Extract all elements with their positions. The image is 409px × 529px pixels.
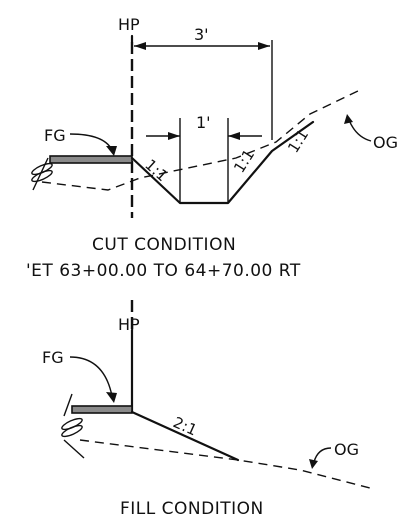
cut-fg-leader	[69, 133, 113, 151]
cut-fg-label: FG	[44, 126, 66, 145]
cut-og-arrow	[344, 114, 353, 124]
fill-original-ground	[79, 439, 371, 489]
cut-original-ground	[41, 89, 361, 191]
fill-hp-label: HP	[118, 315, 140, 334]
cut-break-symbol	[31, 157, 53, 191]
cut-ditch-profile	[130, 120, 315, 205]
fill-title: FILL CONDITION	[120, 499, 264, 519]
cut-condition-section: HP 3' 1' FG OG 1:1	[26, 15, 398, 281]
fill-og-leader	[313, 447, 332, 463]
fill-break-symbol	[61, 393, 85, 459]
cut-og-leader	[348, 119, 372, 142]
cut-dim-bottom-label: 1'	[196, 113, 211, 132]
fill-fg-label: FG	[42, 348, 64, 367]
cut-fg-arrow	[106, 146, 117, 156]
cut-slope-right-label: 1:1	[284, 126, 312, 156]
cut-station-label: 'ET 63+00.00 TO 64+70.00 RT	[26, 261, 301, 281]
cut-dim-top-label: 3'	[194, 25, 209, 44]
fill-fg-leader	[69, 356, 113, 397]
cut-slope-left-label: 1:1	[141, 156, 171, 186]
fill-og-arrow	[309, 459, 318, 469]
cut-pavement	[49, 155, 133, 164]
fill-slope-label: 2:1	[170, 413, 199, 439]
cut-hp-label: HP	[118, 15, 140, 34]
fill-pavement	[71, 405, 133, 414]
fill-condition-section: HP FG 2:1 OG FILL CONDITION	[42, 300, 371, 519]
cut-og-label: OG	[373, 133, 398, 152]
cut-dim-top-arrow-right	[258, 42, 270, 50]
cut-title: CUT CONDITION	[92, 235, 236, 255]
cut-dim-bottom-arrow-left	[168, 132, 180, 140]
fill-slope-line	[130, 410, 240, 462]
cut-dim-top-arrow-left	[134, 42, 146, 50]
fill-og-label: OG	[334, 440, 359, 459]
cut-dim-bottom-arrow-right	[228, 132, 240, 140]
fill-fg-arrow	[106, 392, 117, 403]
